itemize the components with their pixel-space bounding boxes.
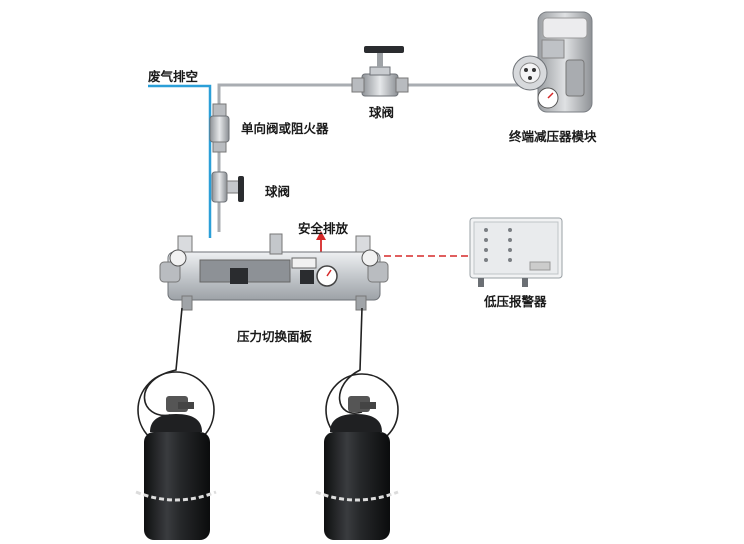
exhaust-vent-line xyxy=(148,84,212,238)
check-valve xyxy=(209,103,230,153)
ball-valve-mid xyxy=(211,171,244,203)
label-ball-valve-mid: 球阀 xyxy=(265,184,291,199)
label-ball-valve-top: 球阀 xyxy=(369,105,395,120)
gas-cylinder-right xyxy=(315,396,399,540)
label-safety-relief: 安全排放 xyxy=(298,221,349,236)
label-exhaust-vent: 废气排空 xyxy=(148,69,199,84)
label-low-pressure-alarm: 低压报警器 xyxy=(484,294,547,309)
terminal-regulator xyxy=(512,11,593,113)
gas-cylinder-left xyxy=(135,396,217,540)
hose-right xyxy=(338,307,363,414)
low-pressure-alarm xyxy=(469,217,563,287)
hose-left xyxy=(143,307,183,417)
label-switchover-panel: 压力切换面板 xyxy=(237,329,313,344)
ball-valve-top xyxy=(351,46,409,97)
label-terminal-regulator: 终端减压器模块 xyxy=(509,129,597,144)
switchover-panel xyxy=(159,233,389,311)
label-check-valve-or-arrester: 单向阀或阻火器 xyxy=(241,121,329,136)
